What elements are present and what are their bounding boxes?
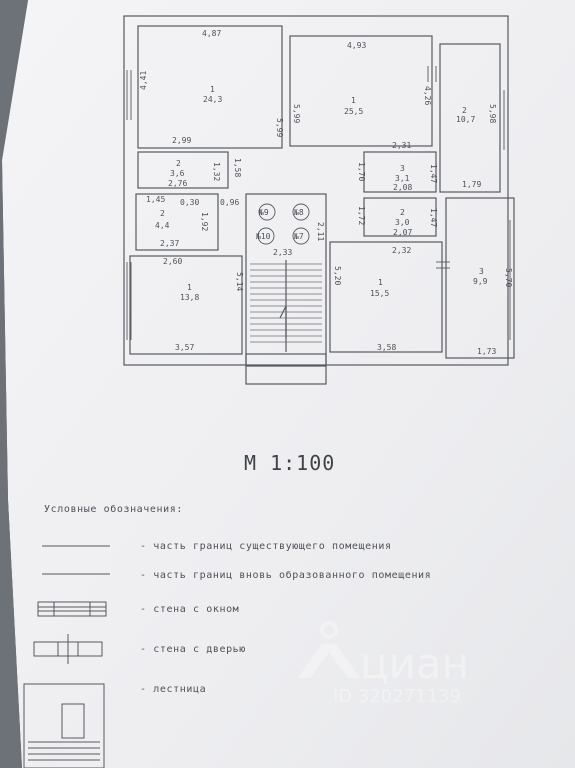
plan — [123, 15, 515, 385]
dimension: 4,93 — [347, 41, 366, 50]
dimension: 2,37 — [160, 239, 179, 248]
dimension: 5,14 — [235, 272, 244, 291]
legend-swatch-window-wall — [37, 601, 107, 617]
room-number: 2 — [462, 106, 467, 115]
room-number: 1 — [378, 278, 383, 287]
legend-swatch-stair — [23, 683, 105, 768]
scale-label: М 1:100 — [244, 451, 335, 475]
dimension: 5,99 — [292, 104, 301, 123]
dimension: 1,45 — [146, 195, 165, 204]
dimension: 2,76 — [168, 179, 187, 188]
dimension: 1,47 — [429, 164, 438, 183]
dimension: 5,20 — [333, 266, 342, 285]
cian-watermark: циан ID 320271139 — [298, 621, 469, 707]
room-area: 9,9 — [473, 277, 488, 286]
dimension: 1,72 — [357, 206, 366, 225]
dimension: 2,60 — [163, 257, 182, 266]
room-area: 3,0 — [395, 218, 410, 227]
legend-item-label: - часть границ существующего помещения — [140, 541, 392, 552]
dimension: 5,70 — [504, 268, 513, 287]
stair-no-10: №10 — [255, 232, 271, 241]
dimension: 0,96 — [220, 198, 239, 207]
room-B4-outline — [329, 241, 443, 353]
paper-shadow-edge — [0, 0, 28, 768]
legend-item-label: - стена с окном — [140, 604, 239, 615]
legend-item-label: - стена с дверью — [140, 644, 246, 655]
stair-no-9: №9 — [258, 208, 269, 217]
stair-well — [245, 193, 327, 367]
room-number: 1 — [351, 96, 356, 105]
dimension: 2,07 — [393, 228, 412, 237]
stair-markers — [257, 203, 310, 245]
dimension: 2,32 — [392, 246, 411, 255]
room-number: 2 — [176, 159, 181, 168]
room-B2-outline — [363, 151, 437, 193]
legend-title: Условные обозначения: — [44, 503, 183, 515]
stair-no-7: №7 — [293, 232, 304, 241]
legend-item-label: - часть границ вновь образованного помещ… — [140, 569, 431, 581]
window-marks — [126, 66, 515, 340]
room-area: 3,6 — [170, 169, 185, 178]
dimension: 1,70 — [357, 162, 366, 181]
dimension: 1,92 — [200, 212, 209, 231]
dimension: 1,58 — [233, 158, 242, 177]
dimension: 2,08 — [393, 183, 412, 192]
room-number: 2 — [400, 208, 405, 217]
room-number: 3 — [400, 164, 405, 173]
legend-item-label: - лестница — [140, 684, 206, 695]
legend-swatch-door-wall — [33, 634, 103, 664]
dimension: 3,57 — [175, 343, 194, 352]
room-area: 24,3 — [203, 95, 222, 104]
dimension: 0,30 — [180, 198, 199, 207]
room-A3-outline — [135, 193, 219, 251]
room-A2-outline — [137, 151, 229, 189]
room-area: 15,5 — [370, 289, 389, 298]
stair-landing — [245, 353, 327, 385]
room-area: 4,4 — [155, 221, 170, 230]
room-B3-outline — [363, 197, 437, 237]
room-A1-outline — [137, 25, 283, 149]
dimension: 5,99 — [275, 118, 284, 137]
dimension: 2,11 — [316, 222, 325, 241]
dimension: 2,31 — [392, 141, 411, 150]
dimension: 4,87 — [202, 29, 221, 38]
location-pin-icon — [298, 621, 360, 678]
dimension: 5,98 — [488, 104, 497, 123]
room-number: 1 — [210, 85, 215, 94]
dimension: 1,32 — [212, 162, 221, 181]
room-area: 25,5 — [344, 107, 363, 116]
watermark-id: ID 320271139 — [333, 686, 461, 707]
dimension: 2,33 — [273, 248, 292, 257]
room-area: 10,7 — [456, 115, 475, 124]
dimension: 2,99 — [172, 136, 191, 145]
room-A4-outline — [129, 255, 243, 355]
room-area: 3,1 — [395, 174, 410, 183]
stair-treads — [250, 263, 322, 343]
watermark-brand: циан — [360, 639, 469, 688]
stair-no-8: №8 — [293, 208, 304, 217]
room-C1-outline — [439, 43, 501, 193]
dimension: 4,26 — [423, 86, 432, 105]
dimension: 4,41 — [139, 71, 148, 90]
room-number: 1 — [187, 283, 192, 292]
dimension: 1,73 — [477, 347, 496, 356]
dimension: 1,47 — [429, 208, 438, 227]
room-number: 2 — [160, 209, 165, 218]
room-B1-outline — [289, 35, 433, 147]
dimension: 3,58 — [377, 343, 396, 352]
outer-wall — [123, 15, 509, 366]
room-area: 13,8 — [180, 293, 199, 302]
dimension: 1,79 — [462, 180, 481, 189]
room-number: 3 — [479, 267, 484, 276]
